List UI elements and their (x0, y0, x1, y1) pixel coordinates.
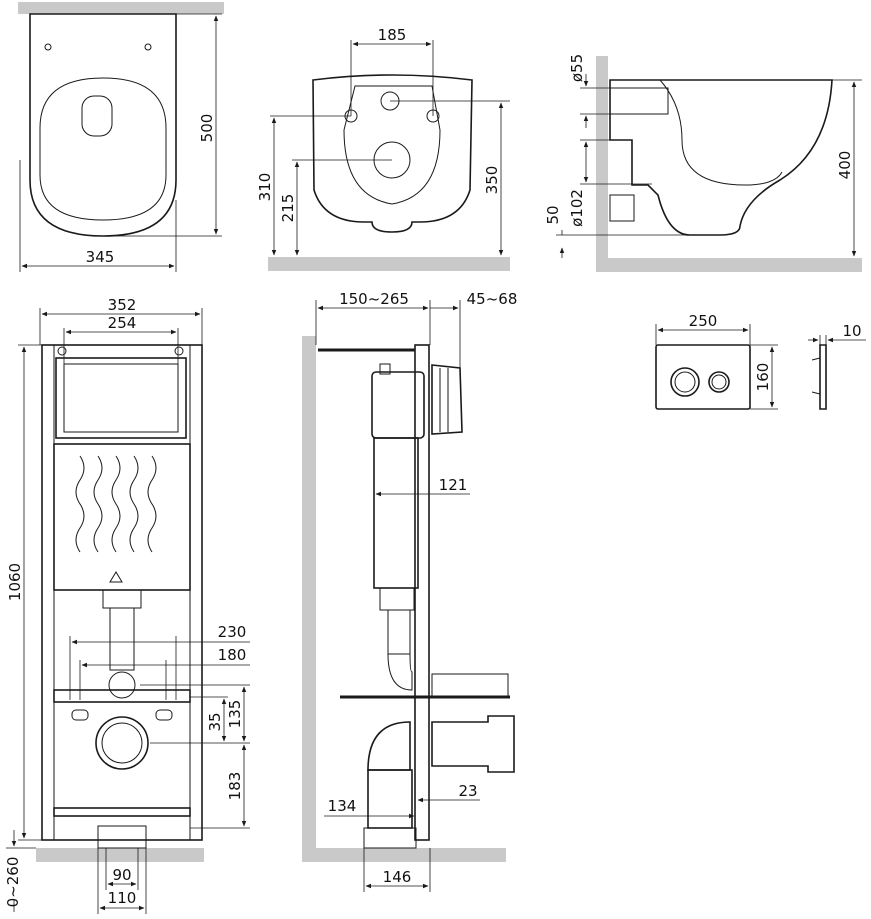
dim-1060: 1060 (6, 563, 24, 601)
logo-mark (109, 571, 123, 583)
frame-crossbar (53, 807, 191, 817)
flush-button-small (708, 371, 730, 393)
bowl-side-view: ø55 ø102 50 400 (544, 54, 862, 272)
side-floor-hatch (596, 258, 862, 272)
dim-345: 345 (86, 248, 115, 266)
water-supply-pipe (431, 673, 509, 697)
dim-dia-55: ø55 (568, 54, 586, 82)
dim-352: 352 (108, 296, 137, 314)
cistern-outlet (379, 587, 415, 611)
dim-146: 146 (383, 868, 412, 886)
dim-134: 134 (328, 797, 357, 815)
bowl-top-view: 500 345 (18, 2, 224, 272)
drain-outlet (95, 716, 149, 770)
dim-230: 230 (218, 623, 247, 641)
drain-connector (431, 715, 515, 773)
dim-160: 160 (754, 363, 772, 392)
flush-plate-frame (431, 364, 463, 435)
flush-button-large (670, 367, 700, 397)
flush-pipe-connector (102, 589, 142, 609)
cistern-access (55, 357, 187, 439)
dim-310: 310 (256, 173, 274, 202)
tank-wave-pattern (75, 455, 157, 553)
bowl-front-outline (312, 74, 473, 233)
flush-pipe (109, 607, 135, 671)
flush-plate (655, 344, 751, 410)
frame-post (414, 344, 430, 841)
dim-183: 183 (226, 772, 244, 801)
frame-front-view: 352 254 1060 230 180 35 135 183 0~260 (4, 296, 250, 914)
water-supply (108, 671, 136, 699)
dim-250: 250 (689, 312, 718, 330)
dim-90: 90 (112, 866, 131, 884)
bowl-side-inner (659, 79, 783, 186)
dim-185: 185 (378, 26, 407, 44)
plate-profile (819, 344, 827, 410)
inlet-pipe (609, 87, 669, 115)
bowl-side-outline (609, 79, 833, 236)
drain-pipe (367, 769, 413, 829)
dim-400: 400 (836, 151, 854, 180)
dim-180: 180 (218, 646, 247, 664)
dim-135: 135 (226, 700, 244, 729)
dim-350: 350 (483, 166, 501, 195)
dim-150-265: 150~265 (339, 290, 409, 308)
dim-254: 254 (108, 314, 137, 332)
cistern-tank (53, 443, 191, 591)
dim-23: 23 (458, 782, 477, 800)
cistern-access-inner (63, 363, 179, 433)
frame-floor-hatch (36, 848, 204, 862)
dim-45-68: 45~68 (467, 290, 518, 308)
dim-35: 35 (206, 712, 224, 731)
cistern-body (373, 437, 419, 589)
bolt-hole-right (144, 43, 152, 51)
dim-500: 500 (198, 114, 216, 143)
frame-foot (97, 825, 147, 849)
fill-valve (379, 363, 391, 375)
dim-50: 50 (544, 205, 562, 224)
wall-hatch (18, 2, 224, 14)
cistern-top (371, 371, 425, 439)
drain-base (363, 827, 417, 849)
frame-outline (41, 344, 203, 841)
bowl-front-inner (343, 85, 441, 205)
bowl-opening (81, 95, 113, 137)
frame-bolt-tr (174, 346, 184, 356)
bowl-seat (39, 77, 167, 221)
bowl-front-view: 185 310 215 350 (256, 26, 510, 271)
drain-bend (367, 721, 411, 771)
side-view-wall (302, 336, 316, 862)
floor-hatch (268, 257, 510, 271)
bolt-hole-left (44, 43, 52, 51)
bowl-outline (29, 13, 177, 237)
dim-110: 110 (108, 889, 137, 907)
side-view-floor (302, 848, 506, 862)
plate-clip (811, 357, 821, 395)
frame-side-view: 150~265 45~68 121 134 23 146 (302, 290, 517, 892)
mount-bar (53, 689, 191, 703)
dim-0-260: 0~260 (4, 857, 22, 908)
flush-bend (387, 653, 413, 691)
dim-215: 215 (279, 194, 297, 223)
frame-bolt-tl (57, 346, 67, 356)
dim-121: 121 (439, 476, 468, 494)
flush-elbow (387, 609, 411, 655)
flush-plate-view: 250 160 10 (655, 312, 866, 410)
side-wall-hatch (596, 56, 608, 270)
dim-dia-102: ø102 (568, 189, 586, 227)
dim-10: 10 (842, 322, 861, 340)
outlet-pipe (609, 194, 635, 222)
